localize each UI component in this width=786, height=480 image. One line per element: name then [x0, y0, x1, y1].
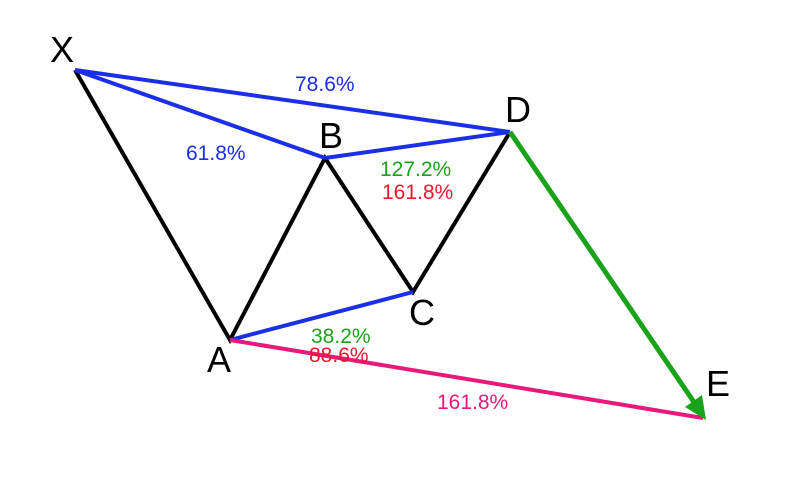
- ae-line: [229, 338, 704, 420]
- de-arrowhead: [685, 395, 706, 420]
- xd-line: [74, 68, 511, 134]
- ac-line: [229, 290, 414, 342]
- ratio-label-ac-primary: 38.2%: [311, 325, 371, 348]
- xb-line: [74, 68, 326, 160]
- bd-line: [324, 130, 511, 160]
- point-label-d: D: [505, 89, 531, 130]
- ratio-label-bd-primary: 127.2%: [380, 158, 451, 181]
- point-label-a: A: [207, 339, 231, 380]
- point-label-c: C: [409, 292, 435, 333]
- xabcd-zigzag-line: [73, 69, 512, 345]
- point-label-e: E: [706, 363, 730, 404]
- ratio-label-xd: 78.6%: [295, 73, 355, 96]
- ratio-label-ae: 161.8%: [437, 391, 508, 414]
- de-arrow: [507, 130, 701, 410]
- point-label-b: B: [319, 115, 343, 156]
- ratio-label-ac-secondary: 88.6%: [309, 344, 369, 367]
- point-label-x: X: [50, 29, 74, 70]
- ratio-label-xb: 61.8%: [186, 142, 246, 165]
- ratio-label-bd-secondary: 161.8%: [382, 181, 453, 204]
